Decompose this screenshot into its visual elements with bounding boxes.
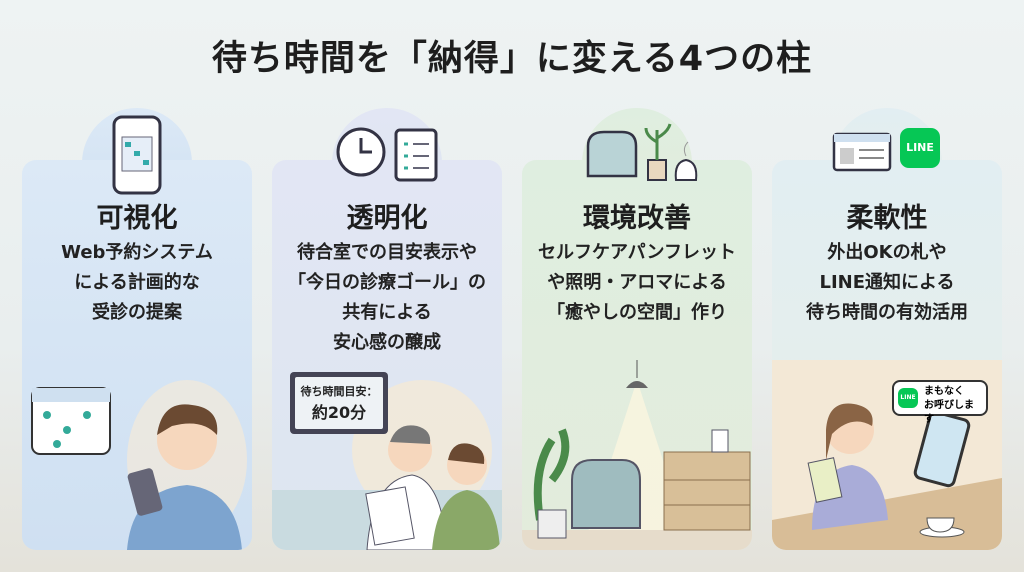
description-line: による計画的な	[74, 272, 200, 293]
smartphone-calendar-icon	[112, 115, 162, 195]
doctor-consultation-illustration	[272, 360, 502, 550]
description-line: LINE通知による	[819, 272, 955, 293]
description-line: 外出OKの札や	[827, 242, 947, 263]
pillar-description: 待合室での目安表示や 「今日の診療ゴール」の 共有による 安心感の醸成	[272, 238, 502, 358]
pillar-card-transparency: 透明化 待合室での目安表示や 「今日の診療ゴール」の 共有による 安心感の醸成 …	[272, 108, 502, 550]
wait-time-display: 待ち時間目安： 約20分	[290, 372, 388, 434]
relaxing-room-illustration	[522, 360, 752, 550]
description-line: 安心感の醸成	[333, 332, 441, 353]
page-title: 待ち時間を「納得」に変える4つの柱	[211, 39, 813, 79]
person-with-phone-illustration	[22, 360, 252, 550]
bubble-line: まもなく	[924, 386, 964, 397]
pillar-heading: 可視化	[96, 203, 178, 234]
description-line: セルフケアパンフレット	[538, 242, 736, 263]
description-line: Web予約システム	[61, 242, 213, 263]
pillar-description: 外出OKの札や LINE通知による 待ち時間の有効活用	[772, 238, 1002, 328]
clock-checklist-icon	[336, 127, 438, 182]
pillar-card-environment: 環境改善 セルフケアパンフレット や照明・アロマによる 「癒やしの空間」作り	[522, 108, 752, 550]
pillar-heading: 柔軟性	[846, 203, 928, 234]
description-line: 共有による	[342, 302, 432, 323]
wait-time-label: 待ち時間目安：	[300, 385, 378, 398]
armchair-plant-diffuser-icon	[586, 123, 698, 181]
pillar-card-visualization: 可視化 Web予約システム による計画的な 受診の提案	[22, 108, 252, 550]
pillar-heading: 透明化	[346, 203, 428, 234]
bubble-line: お呼びします	[924, 400, 974, 425]
description-line: 受診の提案	[92, 302, 182, 323]
line-app-icon: LINE	[900, 128, 940, 168]
description-line: 待ち時間の有効活用	[806, 302, 968, 323]
wait-time-value: 約20分	[311, 403, 367, 422]
description-line: 「癒やしの空間」作り	[547, 302, 727, 323]
pillar-card-flexibility: LINE 柔軟性 外出OKの札や LINE通知による 待ち時間の有効活用 LIN…	[772, 108, 1002, 550]
description-line: 「今日の診療ゴール」の	[288, 272, 486, 293]
description-line: や照明・アロマによる	[547, 272, 727, 293]
pillar-heading: 環境改善	[583, 203, 691, 234]
pillar-description: Web予約システム による計画的な 受診の提案	[22, 238, 252, 328]
line-notification-bubble: LINE まもなく お呼びします	[892, 380, 988, 425]
browser-window-icon	[832, 132, 892, 172]
line-icon: LINE	[898, 388, 918, 408]
description-line: 待合室での目安表示や	[297, 242, 477, 263]
pillar-description: セルフケアパンフレット や照明・アロマによる 「癒やしの空間」作り	[522, 238, 752, 328]
